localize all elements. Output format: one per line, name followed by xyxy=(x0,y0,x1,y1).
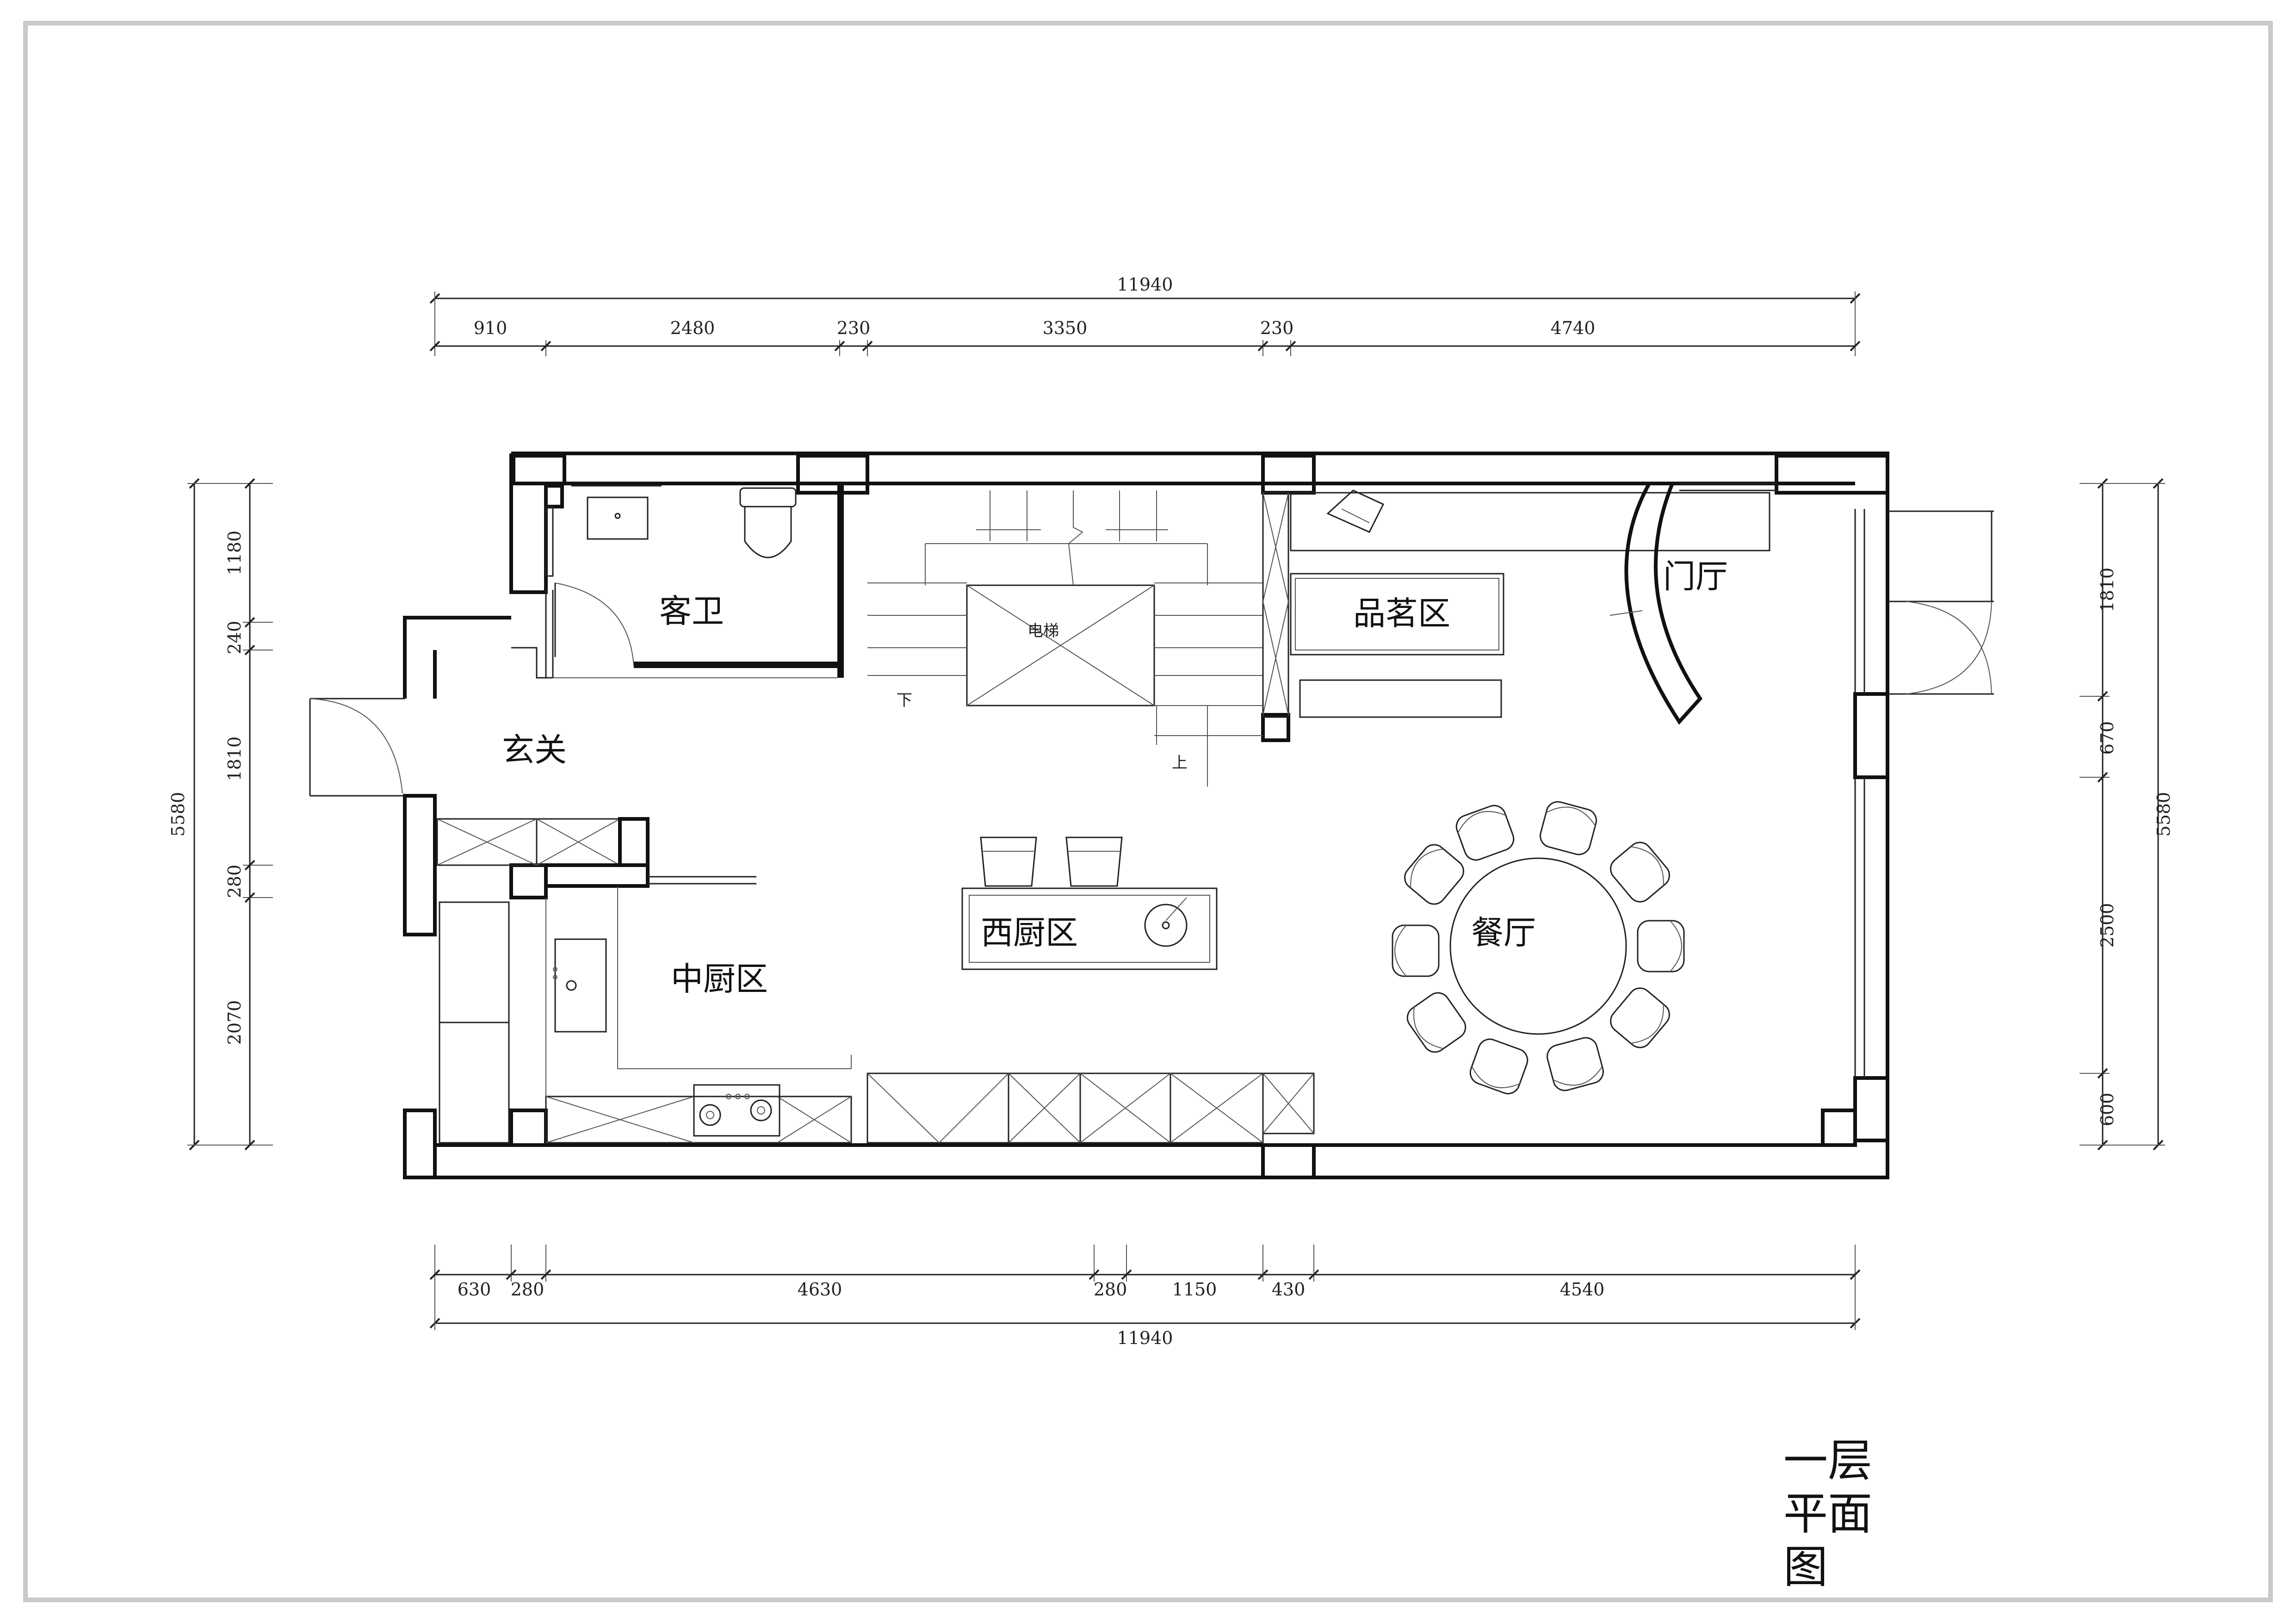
kitchen-sink xyxy=(554,938,607,1033)
title-line-2: 平面 xyxy=(1783,1488,1872,1540)
tea-area: 品茗区 xyxy=(1290,489,1770,718)
dining-area: 餐厅 xyxy=(1392,801,1685,1095)
bottom-dim-2: 280 xyxy=(511,1279,545,1300)
dining-chair xyxy=(1404,844,1464,905)
dining-chair xyxy=(1637,920,1685,973)
western-kitchen: 西厨区 xyxy=(866,836,1315,1144)
right-dim-4: 600 xyxy=(2097,1093,2117,1127)
dining-chair xyxy=(1392,924,1440,977)
dining-chairs xyxy=(1392,801,1685,1095)
stove xyxy=(693,1084,780,1137)
stair-down-label: 下 xyxy=(897,691,912,710)
right-total-dim: 5580 xyxy=(2154,792,2174,837)
drawing-title: 一层 平面 图 xyxy=(1783,1435,1872,1593)
bar-stool xyxy=(980,836,1037,887)
stair-up-label: 上 xyxy=(1172,754,1188,772)
structural-columns xyxy=(403,454,1889,1179)
sheet-border xyxy=(23,21,2273,1602)
tea-bench xyxy=(1299,679,1502,718)
left-dim-1: 1180 xyxy=(224,531,245,576)
room-label-chinese-kitchen: 中厨区 xyxy=(671,960,768,998)
bottom-dim-1: 630 xyxy=(458,1279,491,1300)
island-sink xyxy=(1144,904,1188,947)
right-entry-doors xyxy=(1863,509,1994,1078)
top-dim-4: 3350 xyxy=(1043,318,1088,338)
elevator-label: 电梯 xyxy=(1027,622,1059,640)
room-label-entrance-hall: 门厅 xyxy=(1663,558,1728,595)
room-label-guest-bath: 客卫 xyxy=(659,592,724,630)
top-dim-2: 2480 xyxy=(670,318,715,338)
entrance-hall: 门厅 xyxy=(1609,482,1776,725)
right-dimensions: 1810 670 2500 600 5580 xyxy=(2079,478,2174,1151)
dining-table xyxy=(1449,857,1627,1035)
curved-screen xyxy=(1624,482,1703,725)
tea-table xyxy=(1290,573,1504,656)
left-dim-4: 280 xyxy=(224,865,245,898)
dining-chair xyxy=(1406,992,1467,1053)
bottom-dim-6: 430 xyxy=(1272,1279,1306,1300)
bottom-dim-7: 4540 xyxy=(1560,1279,1605,1300)
kitchen-island xyxy=(961,887,1218,970)
cushion-icon xyxy=(1326,489,1385,533)
bottom-dim-4: 280 xyxy=(1094,1279,1127,1300)
top-dimensions: 11940 910 2480 230 3350 230 4740 xyxy=(429,274,1861,356)
dining-chair xyxy=(1469,1038,1529,1095)
top-dim-6: 4740 xyxy=(1551,318,1596,338)
left-dim-3: 1810 xyxy=(224,737,245,781)
tea-area-partition xyxy=(1262,492,1289,718)
bottom-dim-3: 4630 xyxy=(798,1279,842,1300)
dining-chair xyxy=(1610,842,1670,903)
toilet xyxy=(739,487,797,508)
stairwell: 电梯 下 上 xyxy=(867,490,1263,787)
room-label-foyer: 玄关 xyxy=(502,731,567,769)
room-label-western-kitchen: 西厨区 xyxy=(981,914,1078,952)
left-dim-2: 240 xyxy=(224,621,245,655)
left-dim-5: 2070 xyxy=(224,1000,245,1045)
bar-stool xyxy=(1065,836,1123,887)
chinese-kitchen: 中厨区 xyxy=(439,886,852,1144)
top-dim-5: 230 xyxy=(1260,318,1294,338)
right-dim-1: 1810 xyxy=(2097,568,2117,613)
title-line-3: 图 xyxy=(1783,1541,1828,1593)
bath-sink xyxy=(587,496,649,540)
burner-icon xyxy=(750,1099,772,1121)
dining-chair xyxy=(1455,805,1515,861)
right-dim-2: 670 xyxy=(2097,721,2117,755)
bottom-dim-5: 1150 xyxy=(1172,1279,1217,1300)
burner-icon xyxy=(699,1104,721,1126)
top-dim-3: 230 xyxy=(837,318,871,338)
foyer-cabinet xyxy=(436,817,756,888)
elevator-shaft xyxy=(966,584,1155,706)
room-label-tea-area: 品茗区 xyxy=(1353,595,1450,632)
bottom-total-dim: 11940 xyxy=(1117,1328,1173,1348)
dining-chair xyxy=(1540,801,1597,855)
left-entry-door xyxy=(309,698,405,797)
left-total-dim: 5580 xyxy=(168,792,188,837)
dining-chair xyxy=(1547,1037,1604,1091)
top-dim-1: 910 xyxy=(474,318,507,338)
right-dim-3: 2500 xyxy=(2097,903,2117,948)
top-total-dim: 11940 xyxy=(1117,274,1173,295)
dining-chair xyxy=(1610,987,1670,1048)
bottom-dimensions: 630 280 4630 280 1150 430 4540 11940 xyxy=(429,1245,1861,1348)
left-dimensions: 5580 1180 240 1810 280 2070 xyxy=(168,478,273,1151)
room-label-dining: 餐厅 xyxy=(1471,914,1536,952)
guest-bath: 客卫 xyxy=(511,483,844,679)
title-line-1: 一层 xyxy=(1783,1435,1872,1487)
